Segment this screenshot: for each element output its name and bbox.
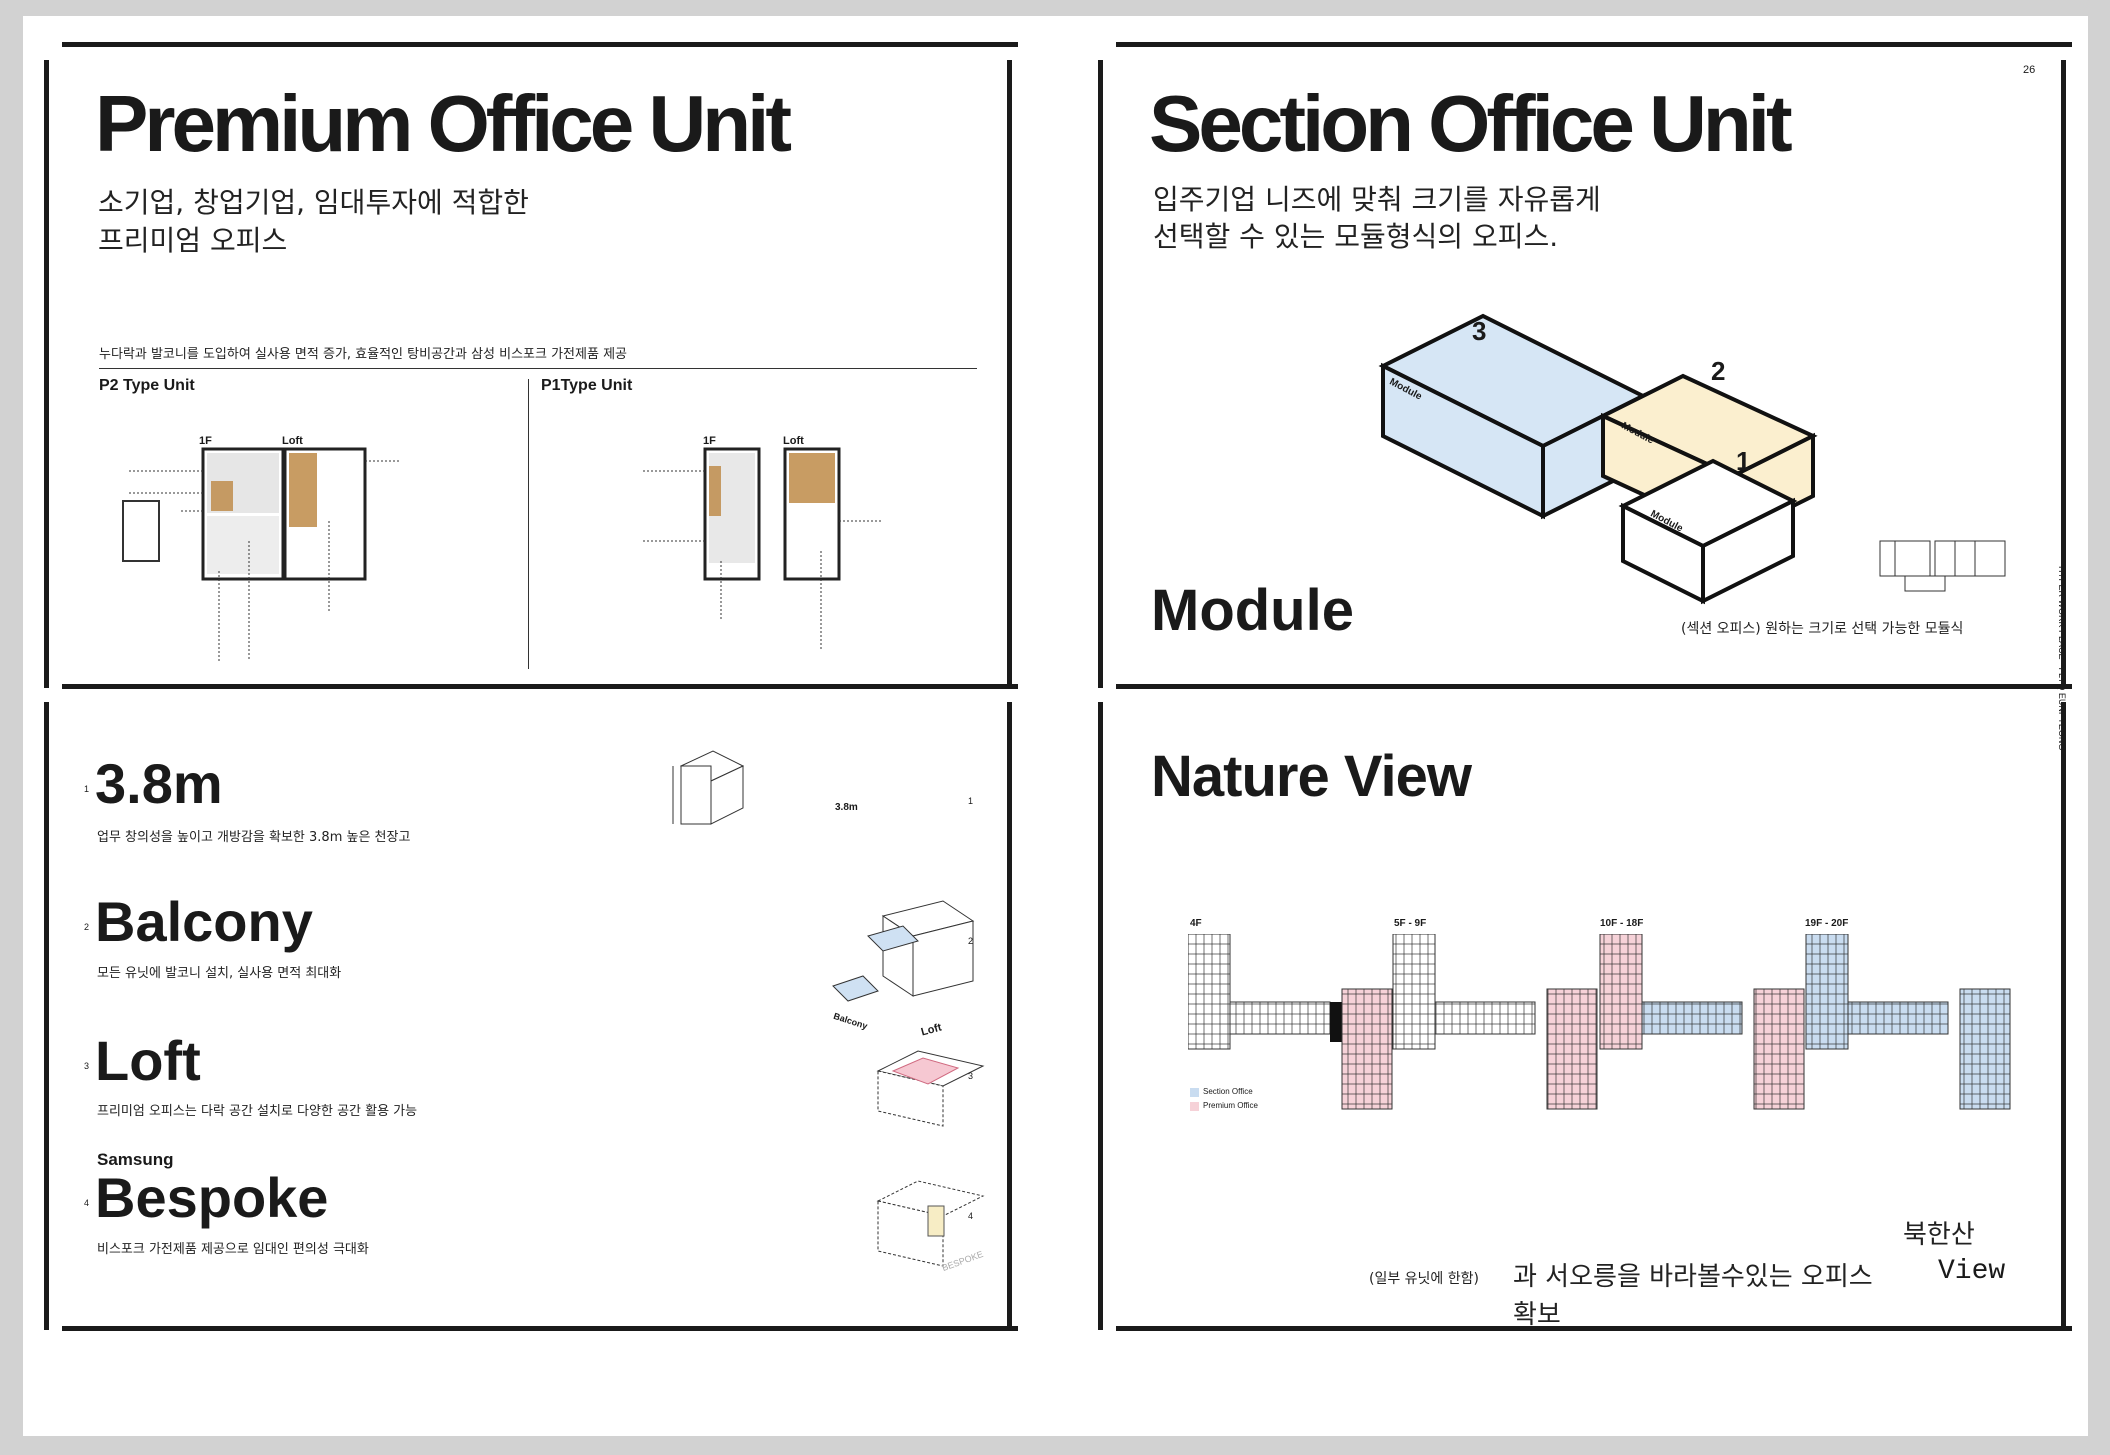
bespoke-icon <box>876 1180 985 1267</box>
divider-mid-left <box>62 684 1018 689</box>
divider-bottom-right <box>1116 1326 2072 1331</box>
p2-floor-plans: 1F Loft <box>99 421 519 671</box>
caption-top: 북한산 <box>1903 1220 1975 1250</box>
feature-1-num: 1 <box>84 784 90 794</box>
p1-plan-drawing <box>641 447 881 651</box>
feature-1-desc: 업무 창의성을 높이고 개방감을 확보한 3.8m 높은 천장고 <box>97 830 411 845</box>
floor-plans-diagram <box>1188 934 2011 1110</box>
brochure-page: 26 HYPER WORK PLACE · FLYQ EUNPYEONG Pre… <box>23 16 2088 1436</box>
bespoke-icon-num: 4 <box>968 1211 974 1221</box>
p2-plan-drawing <box>122 447 399 661</box>
caption-view: View <box>1938 1256 2006 1287</box>
divider-left-2 <box>1007 60 1012 688</box>
page-number: 26 <box>2023 64 2036 76</box>
legend-premium-swatch <box>1190 1102 1199 1111</box>
divider-top-right <box>1116 42 2072 47</box>
premium-col-divider <box>528 379 529 669</box>
plan-label-5-9f: 5F - 9F <box>1394 918 1427 929</box>
p1-type-label: P1Type Unit <box>541 377 633 394</box>
plan-label-4f: 4F <box>1190 918 1202 929</box>
premium-description: 누다락과 발코니를 도입하여 실사용 면적 증가, 효율적인 탕비공간과 삼성 … <box>99 347 627 362</box>
loft-icon-num: 3 <box>968 1071 974 1081</box>
nature-title: Nature View <box>1151 744 1472 809</box>
balcony-icon-num: 2 <box>968 936 974 946</box>
feature-3-num: 3 <box>84 1061 90 1071</box>
ceiling-icon-num: 1 <box>968 796 974 806</box>
feature-3-desc: 프리미엄 오피스는 다락 공간 설치로 다양한 공간 활용 가능 <box>97 1104 418 1119</box>
side-text: HYPER WORK PLACE · FLYQ EUNPYEONG <box>2057 566 2067 751</box>
feature-2-desc: 모든 유닛에 발코니 설치, 실사용 면적 최대화 <box>97 966 342 981</box>
feature-4-num: 4 <box>84 1198 90 1208</box>
module-number-3: 3 <box>1472 316 1487 346</box>
module-isometric-diagram <box>1378 313 1818 605</box>
module-number-2: 2 <box>1711 356 1726 386</box>
p1-loft-label: Loft <box>783 435 804 447</box>
p2-type-label: P2 Type Unit <box>99 377 195 394</box>
module-heading: Module <box>1151 578 1354 643</box>
premium-rule <box>99 368 977 369</box>
divider-left-1 <box>44 60 49 688</box>
feature-4-title: Bespoke <box>95 1166 329 1229</box>
module-caption: (섹션 오피스) 원하는 크기로 선택 가능한 모듈식 <box>1681 621 1964 637</box>
divider-left-5 <box>44 702 49 1330</box>
plan-label-10-18f: 10F - 18F <box>1600 918 1644 929</box>
module-number-1: 1 <box>1736 446 1751 476</box>
divider-left-3 <box>1098 60 1103 688</box>
divider-top-left <box>62 42 1018 47</box>
feature-3-title: Loft <box>95 1029 201 1092</box>
p1-1f-label: 1F <box>703 435 716 447</box>
divider-left-6 <box>1007 702 1012 1330</box>
caption-note: (일부 유닛에 한함) <box>1369 1271 1479 1287</box>
divider-mid-right <box>1116 684 2072 689</box>
feature-2-num: 2 <box>84 922 90 932</box>
feature-1-title: 3.8m <box>95 752 223 815</box>
premium-title: Premium Office Unit <box>95 79 792 168</box>
feature-4-desc: 비스포크 가전제품 제공으로 임대인 편의성 극대화 <box>97 1242 369 1257</box>
legend-premium-label: Premium Office <box>1203 1101 1258 1110</box>
caption-main: 과 서오릉을 바라볼수있는 오피스 <box>1513 1262 1873 1292</box>
ceiling-height-icon-label: 3.8m <box>835 802 858 813</box>
p2-loft-label: Loft <box>282 435 303 447</box>
divider-left-4 <box>2061 60 2066 688</box>
p2-1f-label: 1F <box>199 435 212 447</box>
section-subtitle-2: 선택할 수 있는 모듈형식의 오피스. <box>1153 220 1559 253</box>
section-subtitle-1: 입주기업 니즈에 맞춰 크기를 자유롭게 <box>1153 183 1601 216</box>
legend-section-swatch <box>1190 1088 1199 1097</box>
plan-label-19-20f: 19F - 20F <box>1805 918 1849 929</box>
divider-left-8 <box>2061 702 2066 1330</box>
loft-icon <box>876 1050 985 1127</box>
caption-tail: 확보 <box>1513 1300 1561 1330</box>
premium-subtitle-1: 소기업, 창업기업, 임대투자에 적합한 <box>98 186 529 219</box>
divider-left-7 <box>1098 702 1103 1330</box>
premium-subtitle-2: 프리미엄 오피스 <box>98 224 288 257</box>
ceiling-height-icon <box>672 750 745 825</box>
p1-floor-plans: 1F Loft <box>541 421 961 671</box>
feature-4-pre: Samsung <box>97 1150 174 1169</box>
divider-bottom-left <box>62 1326 1018 1331</box>
legend-section-label: Section Office <box>1203 1087 1253 1096</box>
module-mini-plan <box>1879 540 2006 592</box>
section-title: Section Office Unit <box>1149 79 1793 168</box>
feature-2-title: Balcony <box>95 890 313 953</box>
balcony-icon <box>832 900 975 1002</box>
